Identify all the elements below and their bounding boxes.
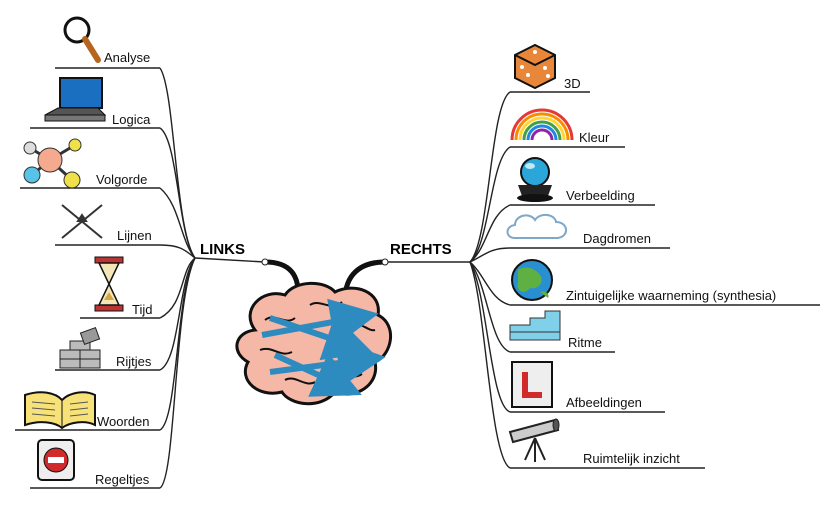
molecule-icon [23, 138, 82, 189]
branch-label-verbeelding: Verbeelding [566, 188, 635, 203]
hourglass-icon [94, 256, 124, 312]
left-title: LINKS [200, 241, 245, 258]
magnifier-icon [63, 16, 101, 63]
brain-icon [235, 281, 393, 406]
cloud-icon [506, 214, 567, 239]
branch-label-zintuigelijke: Zintuigelijke waarneming (synthesia) [566, 288, 776, 303]
no-entry-sign-icon [37, 439, 75, 481]
right-branch-lines [385, 91, 820, 469]
branch-label-analyse: Analyse [104, 50, 150, 65]
crossed-lines-icon [61, 204, 103, 239]
telescope-icon [508, 418, 560, 462]
stairs-icon [509, 310, 561, 341]
branch-label-kleur: Kleur [579, 130, 610, 145]
branch-label-afbeeldingen: Afbeeldingen [566, 395, 642, 410]
branch-label-regeltjes: Regeltjes [95, 472, 150, 487]
bricks-icon [59, 326, 101, 369]
branch-label-volgorde: Volgorde [96, 172, 147, 187]
globe-icon [511, 259, 553, 301]
left-labels: Analyse Logica Volgorde Lijnen Tijd Rijt… [95, 50, 152, 487]
branch-label-ruimtelijk: Ruimtelijk inzicht [583, 451, 680, 466]
laptop-icon [44, 77, 107, 122]
branch-label-3d: 3D [564, 76, 581, 91]
right-title: RECHTS [390, 241, 452, 258]
open-book-icon [24, 391, 96, 430]
branch-label-lijnen: Lijnen [117, 228, 152, 243]
picture-frame-icon [511, 361, 553, 408]
rainbow-icon [510, 108, 574, 141]
left-branch-lines [15, 67, 266, 489]
dice-icon [514, 43, 556, 90]
branch-label-ritme: Ritme [568, 335, 602, 350]
branch-label-logica: Logica [112, 112, 151, 127]
branch-label-rijtjes: Rijtjes [116, 354, 152, 369]
crystal-ball-icon [517, 157, 553, 202]
branch-label-woorden: Woorden [97, 414, 150, 429]
branch-label-dagdromen: Dagdromen [583, 231, 651, 246]
branch-label-tijd: Tijd [132, 302, 152, 317]
right-labels: 3D Kleur Verbeelding Dagdromen Zintuigel… [564, 76, 776, 466]
